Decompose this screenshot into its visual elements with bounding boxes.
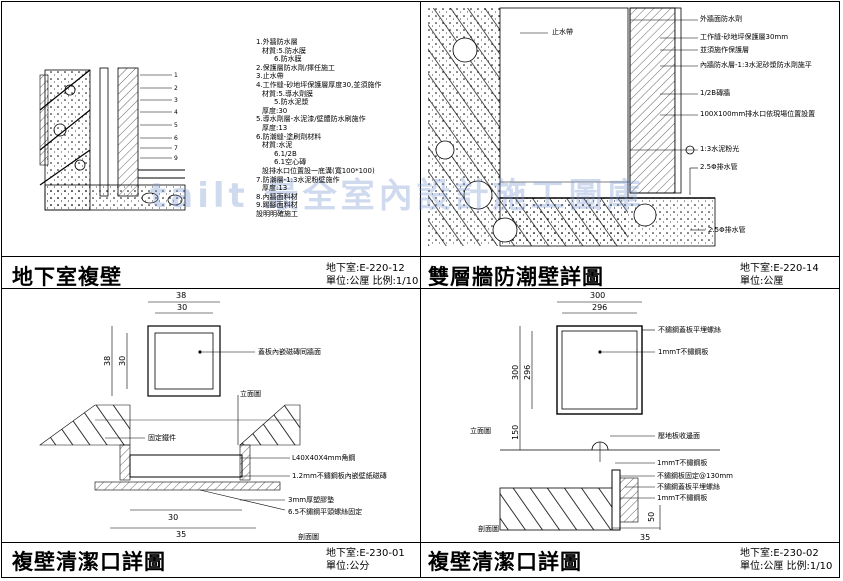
note: 1:3水泥粉光 xyxy=(700,145,740,153)
dim-38-vertical: 38 xyxy=(103,356,112,366)
panel3-title: 複壁清潔口詳圖 xyxy=(12,550,166,574)
dim-35: 35 xyxy=(640,533,650,542)
dim-296: 296 xyxy=(592,303,608,312)
note: 1mmT不鏽鋼板 xyxy=(657,494,708,502)
panel4-unit-scale: 單位:公厘 比例:1/10 xyxy=(740,561,833,572)
note: 內牆防水層-1:3水泥砂漿防水劑施平 xyxy=(700,61,812,69)
note: L40X40X4mm角鋼 xyxy=(292,454,356,462)
panel4-title: 複壁清潔口詳圖 xyxy=(428,550,582,574)
note: 3mm厚塑膠墊 xyxy=(288,496,335,504)
note: 6.1/2B xyxy=(274,149,297,158)
panel4-elevation-drawing: 300 296 150 xyxy=(500,301,720,462)
panel2-code-block: 地下室:E-220-14 單位:公厘 xyxy=(740,262,819,288)
note: 100X100mm排水口依現場位置設置 xyxy=(700,110,816,118)
panel2-title: 雙層牆防潮壁詳圖 xyxy=(428,265,604,289)
dim-300: 300 xyxy=(590,291,606,300)
svg-text:2: 2 xyxy=(174,85,178,92)
note: 6.1空心磚 xyxy=(274,158,307,167)
note: 1/2B磚牆 xyxy=(700,89,731,97)
note: 設明明確施工 xyxy=(256,209,298,218)
note: 9.踢腳面料材 xyxy=(256,201,298,210)
note: 固定鐵件 xyxy=(148,434,176,442)
note: 立面圖 xyxy=(240,390,261,398)
note: 設排水口位置設一底溝(寬100*100) xyxy=(262,166,375,175)
svg-text:3: 3 xyxy=(174,97,178,104)
svg-text:4: 4 xyxy=(174,109,178,116)
panel2-unit-scale: 單位:公厘 xyxy=(740,276,784,287)
dim-50-vertical: 50 xyxy=(647,512,656,522)
note: 4.工作縫-砂地坪保護層厚度30,並須施作 xyxy=(256,80,382,89)
svg-text:5: 5 xyxy=(174,122,178,129)
note: 壓地板收邊面 xyxy=(658,432,700,440)
panel1-code-block: 地下室:E-220-12 單位:公厘 比例:1/10 xyxy=(326,262,418,288)
panel4-code: 地下室:E-230-02 xyxy=(740,548,819,559)
note: 厚度:13 xyxy=(262,184,288,193)
note: 立面圖 xyxy=(470,427,491,435)
panel1-title: 地下室複壁 xyxy=(12,265,122,289)
note: 3.止水帶 xyxy=(256,72,284,81)
dim-38: 38 xyxy=(176,291,187,300)
note: 不鏽鋼蓋板平埋螺絲 xyxy=(657,483,720,491)
svg-text:1: 1 xyxy=(174,72,178,79)
svg-text:7: 7 xyxy=(174,145,178,152)
note: 6.防潮縫-塗刷劑材料 xyxy=(256,132,322,141)
note: 2.5Φ排水管 xyxy=(700,163,738,171)
panel4-section-drawing: 35 50 xyxy=(499,462,661,542)
note: 材質:5.防水膜 xyxy=(262,46,307,55)
note: 2.保護層防水劑/擇任施工 xyxy=(256,63,336,72)
note: 止水帶 xyxy=(552,28,573,36)
panel1-section-drawing: 1 2 3 4 5 6 7 9 xyxy=(39,67,186,211)
note: 8.內牆面料材 xyxy=(256,192,298,201)
panel1-notes: 1.外牆防水層 材質:5.防水膜 6.防水膜 2.保護層防水劑/擇任施工 3.止… xyxy=(256,38,416,218)
note: 外牆面防水劑 xyxy=(700,15,742,23)
note: 5.導水劑層-水泥漆/壁體防水刷施作 xyxy=(256,115,366,124)
dim-30-bottom: 30 xyxy=(168,513,179,522)
note: 蓋板內嵌磁磚同牆面 xyxy=(258,348,321,356)
dim-35-bottom: 35 xyxy=(176,530,187,539)
panel2-section-drawing xyxy=(428,7,716,247)
note: 厚度:13 xyxy=(262,123,288,132)
panel2-code: 地下室:E-220-14 xyxy=(740,263,819,274)
panel3-section-drawing xyxy=(39,395,301,529)
note: 不鏽鋼蓋板平埋螺絲 xyxy=(658,326,721,334)
panel3-unit-scale: 單位:公分 xyxy=(326,561,370,572)
note: 不鏽鋼板固定@130mm xyxy=(657,472,733,480)
svg-text:9: 9 xyxy=(174,155,178,162)
note: 厚度:30 xyxy=(262,106,288,115)
note: 1mmT不鏽鋼板 xyxy=(657,459,708,467)
note: 剖面圖 xyxy=(478,525,499,533)
note: 1.2mm不鏽鋼板內嵌壁紙磁磚 xyxy=(292,472,387,480)
svg-text:6: 6 xyxy=(174,135,178,142)
note: 剖面圖 xyxy=(298,533,319,541)
dim-30-vertical: 30 xyxy=(118,356,127,366)
note: 材質:5.導水劑膜 xyxy=(262,89,314,98)
panel4-code-block: 地下室:E-230-02 單位:公厘 比例:1/10 xyxy=(740,547,832,573)
panel3-code-block: 地下室:E-230-01 單位:公分 xyxy=(326,547,405,573)
note: 2.5Φ排水管 xyxy=(708,226,746,234)
note: 7.防潮層-1:3水泥粉壁施作 xyxy=(256,175,340,184)
dim-150-vertical: 150 xyxy=(511,425,520,440)
title-strip-line-top xyxy=(1,256,840,257)
vertical-divider xyxy=(420,1,421,578)
dim-296-vertical: 296 xyxy=(523,365,532,380)
note: 5.防水泥漿 xyxy=(274,98,309,107)
title-strip-line-bottom xyxy=(1,542,840,543)
panel3-code: 地下室:E-230-01 xyxy=(326,548,405,559)
horizontal-divider xyxy=(1,288,840,289)
dim-30: 30 xyxy=(177,303,188,312)
dim-300-vertical: 300 xyxy=(511,365,520,380)
panel1-unit-scale: 單位:公厘 比例:1/10 xyxy=(326,276,419,287)
note: 1mmT不鏽鋼板 xyxy=(658,348,709,356)
note: 1.外牆防水層 xyxy=(256,38,298,46)
note: 6.5不鏽鋼平頭螺絲固定 xyxy=(288,508,363,516)
panel1-code: 地下室:E-220-12 xyxy=(326,263,405,274)
note: 6.防水膜 xyxy=(274,55,302,64)
note: 材質:水泥 xyxy=(262,141,293,150)
panel3-elevation-drawing: 38 30 xyxy=(103,301,255,397)
note: 工作縫-砂地坪保護層30mm xyxy=(700,33,789,41)
note: 並須施作保護層 xyxy=(700,46,749,54)
